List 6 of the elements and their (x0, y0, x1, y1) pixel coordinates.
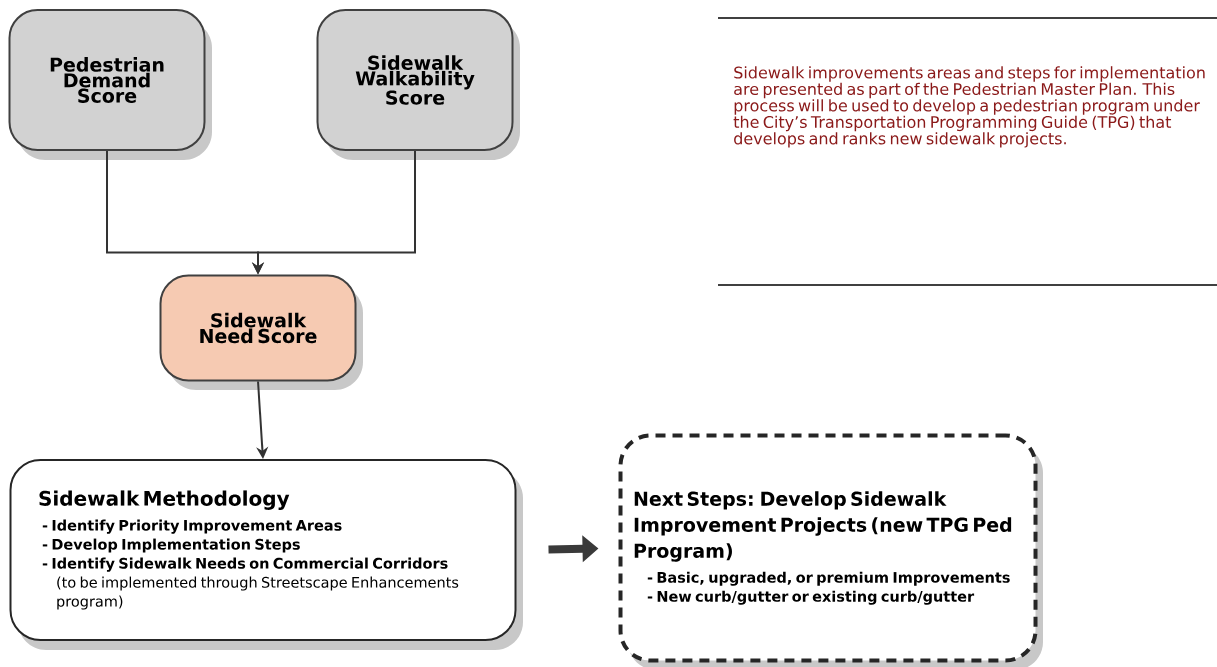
score-box: Sidewalk Walkability Score (316, 9, 520, 160)
dashed-box: Next Steps: Develop Sidewalk Improvement Projects (new TPG Ped Program) - Basic, upgraded, or premium Improvements - New curb/gutter or existing curb/gutter (618, 433, 1043, 667)
score-box: Pedestrian Demand Score (8, 9, 212, 160)
process-box: Sidewalk Methodology - Identify Priority Improvement Areas - Develop Implementation Steps - Identify Sidewalk Needs on Commercial Corridors (to be implemented through Streetscape Enhancements program) (9, 459, 523, 650)
score-box: Sidewalk Need Score (159, 274, 363, 390)
description-text: Sidewalk improvements areas and steps for implementation are presented as part of the Pedestrian Master Plan. This process will be used to develop a pedestrian program under the City’s Transportation Programming Guide (TPG) that develops and ranks new sidewalk projects. (733, 66, 1205, 148)
